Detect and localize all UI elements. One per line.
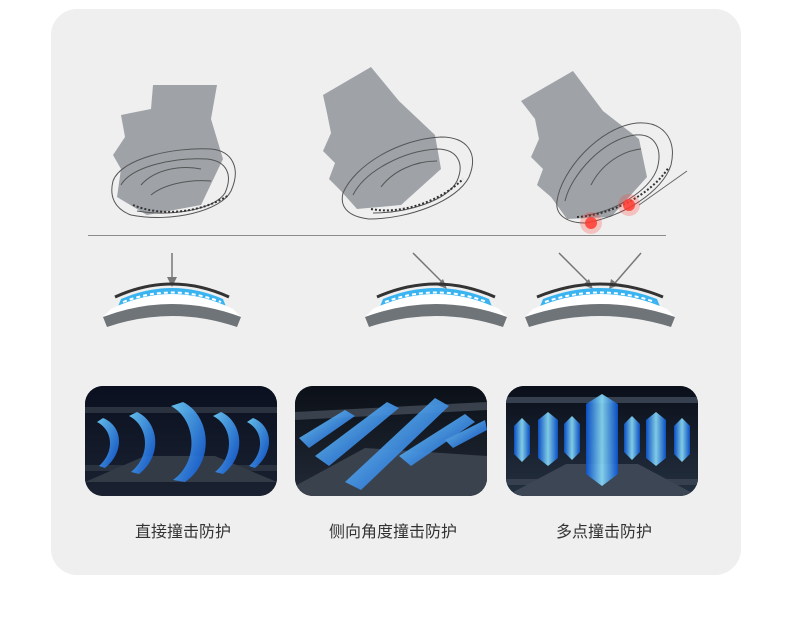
caption-angled-impact: 侧向角度撞击防护 [328,522,457,541]
cushion-cross-section-icon [365,282,507,327]
blue-wave-panels-icon [85,386,277,496]
panel-angled-impact [281,9,511,575]
panel-multi-impact [511,9,741,575]
blue-angled-panels-icon [295,386,487,496]
thumbnail-multi-impact [506,386,698,496]
impact-arrow-icon [167,253,177,287]
caption-multi-impact: 多点撞击防护 [555,522,652,541]
blue-hexagon-cells-icon [506,386,698,496]
thumbnail-direct-impact [85,386,277,496]
helmet-head-illustration [521,71,688,327]
helmet-outline-icon [341,136,473,220]
panel-direct-impact [51,9,281,575]
head-silhouette-icon [521,71,647,219]
helmet-head-illustration [323,67,507,327]
cushion-cross-section-icon [525,282,675,327]
head-silhouette-icon [323,67,441,209]
helmet-head-illustration [103,85,241,327]
protection-card: 直接撞击防护 侧向角度撞击防护 多点撞击防护 [51,9,741,575]
caption-direct-impact: 直接撞击防护 [134,522,231,541]
head-silhouette-icon [113,85,223,215]
ground-line [88,235,666,236]
helmet-outline-icon [111,148,236,218]
impact-point-icon [580,194,640,234]
thumbnail-angled-impact [295,386,487,496]
cushion-cross-section-icon [103,282,241,327]
